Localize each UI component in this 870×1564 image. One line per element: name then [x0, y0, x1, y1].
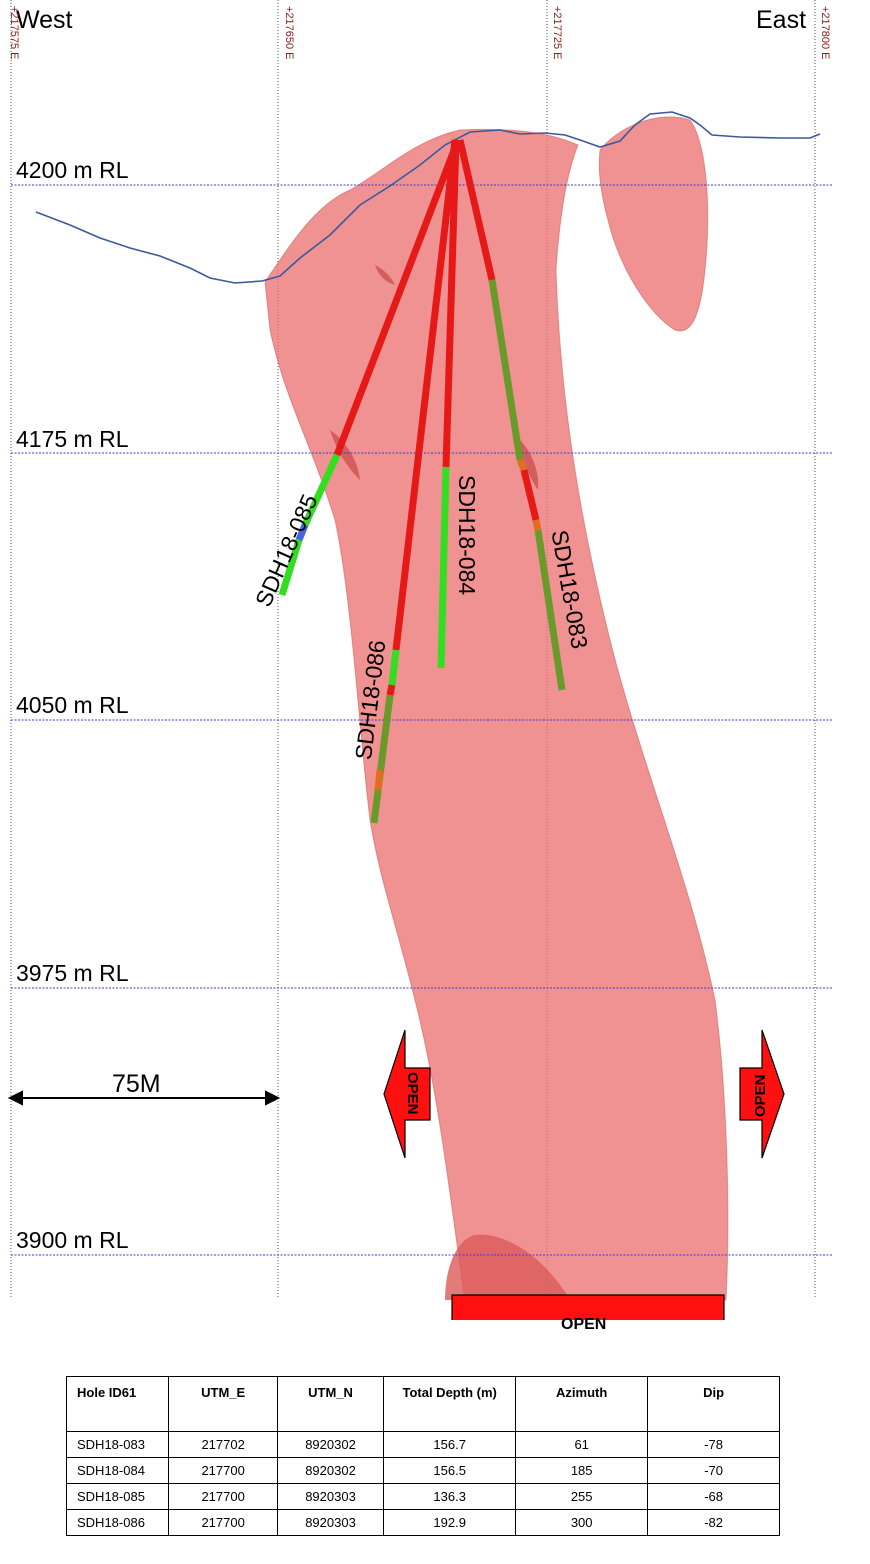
easting-label-4: +217800 E [819, 6, 831, 60]
rl-label-4175: 4175 m RL [16, 426, 129, 452]
cell-dip: -82 [647, 1509, 780, 1536]
drill-hole-sdh18-083 [456, 139, 566, 691]
open-arrow-east-shape [739, 1029, 785, 1159]
cell-total-depth: 192.9 [383, 1509, 517, 1536]
cell-hole-id: SDH18-085 [65, 1483, 170, 1510]
rl-label-4200: 4200 m RL [16, 157, 129, 183]
west-label: West [16, 6, 73, 34]
cell-hole-id: SDH18-083 [65, 1431, 170, 1458]
cell-total-depth: 136.3 [383, 1483, 517, 1510]
cell-utm-n: 8920302 [276, 1457, 385, 1484]
table-row: SDH18-084 217700 8920302 156.5 185 -70 [65, 1457, 780, 1484]
table-row: SDH18-086 217700 8920303 192.9 300 -82 [65, 1509, 780, 1536]
cell-azimuth: 300 [515, 1509, 649, 1536]
header-azimuth: Azimuth [515, 1376, 649, 1432]
drill-hole-table: Hole ID61 UTM_E UTM_N Total Depth (m) Az… [65, 1376, 780, 1536]
cell-utm-e: 217700 [168, 1457, 278, 1484]
open-label-west: OPEN [404, 1072, 421, 1115]
table-row: SDH18-083 217702 8920302 156.7 61 -78 [65, 1431, 780, 1458]
easting-label-1: +217575 E [8, 6, 20, 60]
cell-utm-e: 217700 [168, 1483, 278, 1510]
cell-dip: -78 [647, 1431, 780, 1458]
header-utm-n: UTM_N [276, 1376, 385, 1432]
cell-utm-n: 8920303 [276, 1509, 385, 1536]
easting-label-2: +217650 E [283, 6, 295, 60]
cell-azimuth: 61 [515, 1431, 649, 1458]
open-arrow-bottom-shape [451, 1294, 725, 1320]
cell-total-depth: 156.7 [383, 1431, 517, 1458]
cell-dip: -68 [647, 1483, 780, 1510]
table-header-row: Hole ID61 UTM_E UTM_N Total Depth (m) Az… [65, 1376, 780, 1432]
cell-utm-n: 8920303 [276, 1483, 385, 1510]
cross-section: West East +217575 E +217650 E +217725 E … [7, 0, 832, 1333]
topography-line [35, 111, 821, 284]
easting-label-3: +217725 E [551, 6, 563, 60]
cell-azimuth: 185 [515, 1457, 649, 1484]
scale-bar [7, 1090, 281, 1106]
rl-label-3900: 3900 m RL [16, 1227, 129, 1253]
cell-dip: -70 [647, 1457, 780, 1484]
cell-utm-n: 8920302 [276, 1431, 385, 1458]
header-utm-e: UTM_E [168, 1376, 278, 1432]
cell-utm-e: 217702 [168, 1431, 278, 1458]
drill-hole-sdh18-085 [278, 138, 462, 597]
scale-bar-label: 75M [112, 1070, 161, 1098]
open-label-east: OPEN [752, 1074, 769, 1117]
hole-label-sdh18-084: SDH18-084 [454, 475, 480, 596]
cell-hole-id: SDH18-084 [65, 1457, 170, 1484]
open-arrow-west-shape [383, 1029, 431, 1159]
rl-label-3975: 3975 m RL [16, 960, 129, 986]
cross-section-graphic [7, 0, 832, 1320]
table-row: SDH18-085 217700 8920303 136.3 255 -68 [65, 1483, 780, 1510]
cell-total-depth: 156.5 [383, 1457, 517, 1484]
drill-hole-sdh18-084 [437, 139, 460, 669]
header-hole-id: Hole ID61 [65, 1376, 170, 1432]
east-label: East [756, 6, 807, 34]
cell-azimuth: 255 [515, 1483, 649, 1510]
open-label-bottom: OPEN [561, 1316, 607, 1333]
cell-utm-e: 217700 [168, 1509, 278, 1536]
drill-hole-sdh18-086 [370, 139, 459, 824]
orebody-shape [264, 116, 729, 1301]
header-total-depth: Total Depth (m) [383, 1376, 517, 1432]
header-dip: Dip [647, 1376, 780, 1432]
cell-hole-id: SDH18-086 [65, 1509, 170, 1536]
rl-label-4050: 4050 m RL [16, 692, 129, 718]
